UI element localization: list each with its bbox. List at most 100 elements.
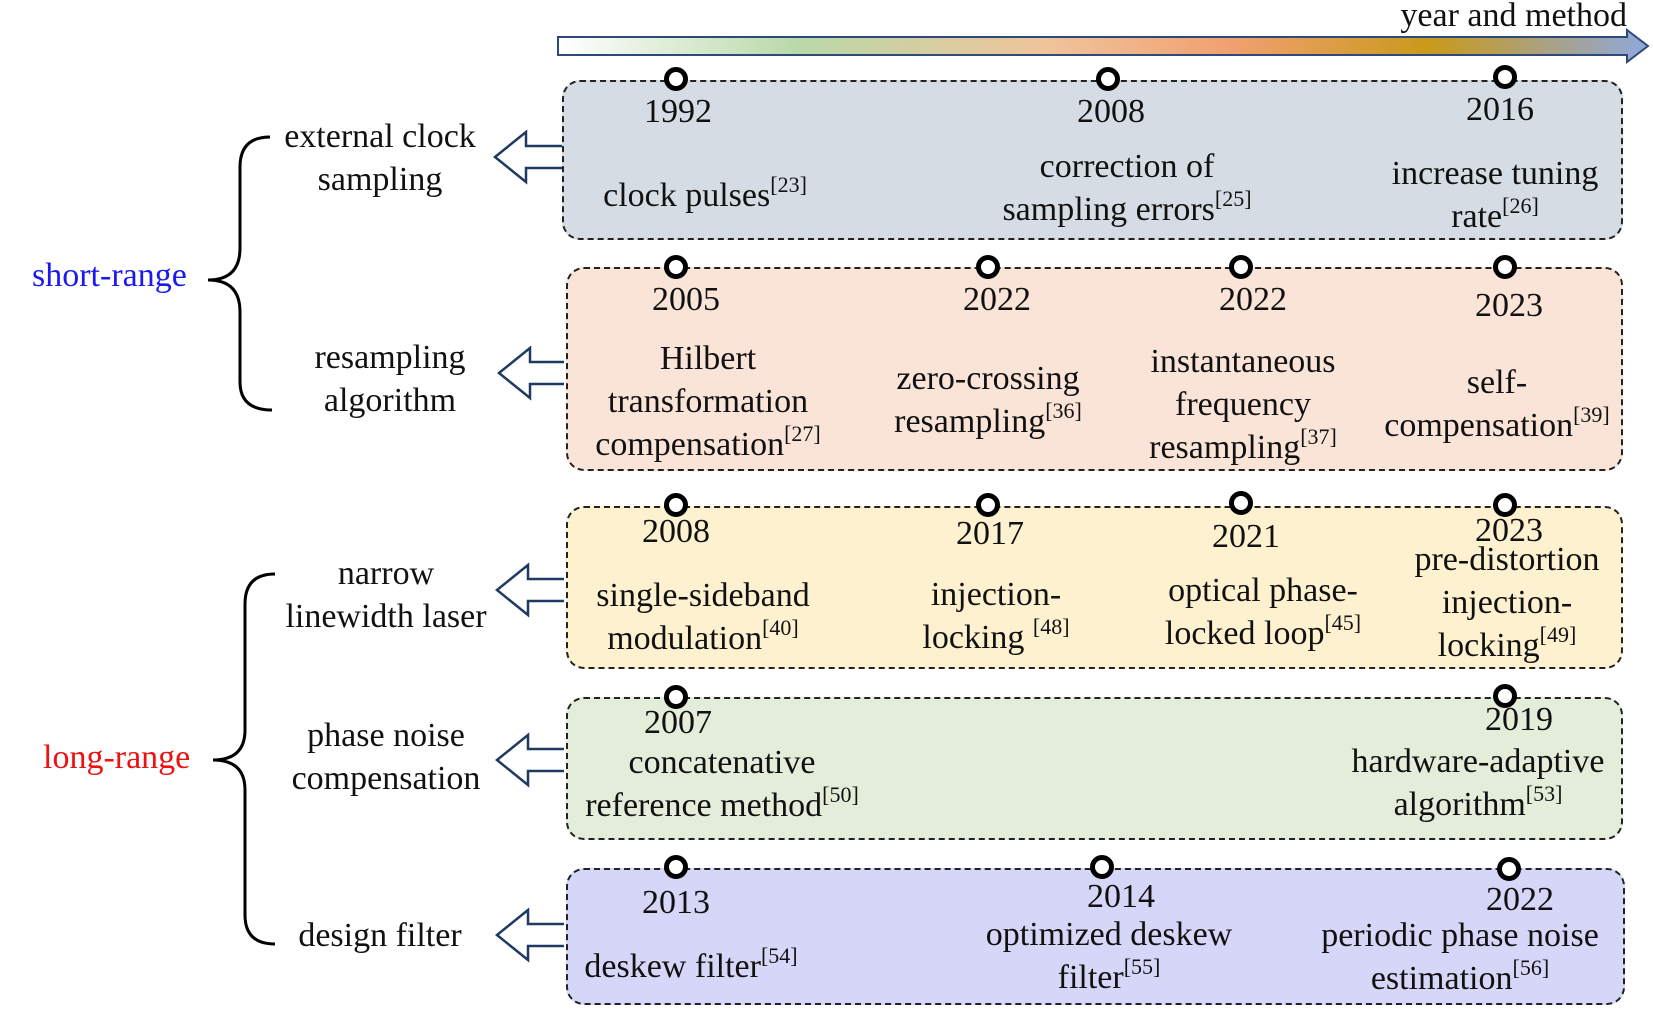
milestone-method: self-compensation[39] [1384, 361, 1610, 447]
axis-label: year and method [1400, 0, 1627, 34]
milestone-method-line: resampling[36] [894, 400, 1082, 443]
milestone-method-text: Hilbert [659, 340, 757, 377]
milestone-method-text: optimized deskew [985, 916, 1233, 953]
citation-ref: [54] [760, 943, 798, 968]
hollow-arrow-left-icon [495, 562, 564, 618]
milestone-method-line: injection- [1414, 581, 1599, 624]
milestone-method-line: injection- [922, 573, 1069, 616]
milestone-method-line: optimized deskew [986, 913, 1232, 956]
timeline-milestone-dot [664, 855, 688, 879]
hollow-arrow-left-icon [495, 732, 564, 788]
citation-ref: [48] [1032, 614, 1070, 639]
milestone-method-line: concatenative [585, 741, 859, 784]
short-range-brace [207, 135, 273, 412]
milestone-method-text: estimation [1370, 960, 1513, 997]
timeline-arrow [557, 27, 1650, 65]
milestone-method-text: injection- [930, 576, 1062, 613]
milestone-method-text: periodic phase noise [1321, 917, 1599, 954]
citation-ref: [25] [1214, 186, 1252, 211]
milestone-method-line: reference method[50] [585, 784, 859, 827]
timeline-milestone-dot [1090, 855, 1114, 879]
milestone-method-line: pre-distortion [1414, 538, 1599, 581]
long-range-brace [212, 572, 276, 946]
milestone-method-line: clock pulses[23] [603, 174, 807, 217]
milestone-method-line: frequency [1149, 383, 1337, 426]
timeline-row-external-clock [562, 80, 1623, 240]
milestone-year: 2008 [1077, 93, 1145, 130]
milestone-method-text: correction of [1039, 148, 1215, 185]
milestone-year: 2023 [1475, 287, 1543, 324]
milestone-year: 2005 [652, 281, 720, 318]
milestone-method: optical phase-locked loop[45] [1165, 569, 1361, 655]
milestone-method-line: modulation[40] [596, 617, 809, 660]
timeline-milestone-dot [1493, 684, 1517, 708]
milestone-method-line: filter[55] [986, 956, 1232, 999]
milestone-method-line: deskew filter[54] [584, 945, 797, 988]
timeline-row-phase-noise [566, 697, 1623, 840]
milestone-method-text: reference method [585, 787, 823, 824]
citation-ref: [49] [1539, 622, 1577, 647]
milestone-method-text: clock pulses [603, 177, 771, 214]
milestone-year: 2013 [642, 884, 710, 921]
timeline-milestone-dot [976, 493, 1000, 517]
milestone-method-line: resampling[37] [1149, 426, 1337, 469]
timeline-milestone-dot [664, 685, 688, 709]
milestone-method-text: optical phase- [1168, 572, 1358, 609]
long-range-label: long-range [43, 739, 191, 776]
hollow-arrow-left-icon [497, 345, 564, 401]
timeline-milestone-dot [1229, 491, 1253, 515]
milestone-method-text: filter [1057, 959, 1124, 996]
timeline-row-narrow-linewidth [566, 506, 1623, 669]
milestone-method-text: rate [1451, 198, 1503, 235]
milestone-method-text: deskew filter [584, 948, 761, 985]
citation-ref: [50] [822, 782, 859, 807]
timeline-row-design-filter [566, 868, 1625, 1005]
timeline-milestone-dot [976, 255, 1000, 279]
milestone-method-line: locking [48] [922, 616, 1069, 659]
milestone-year: 2022 [1219, 281, 1287, 318]
citation-ref: [23] [770, 172, 807, 197]
timeline-milestone-dot [1493, 255, 1517, 279]
hollow-arrow-left-icon [493, 129, 562, 185]
milestone-method-text: resampling [894, 403, 1046, 440]
timeline-milestone-dot [1096, 67, 1120, 91]
milestone-method-text: locking [922, 619, 1033, 656]
milestone-method-line: sampling errors[25] [1002, 188, 1251, 231]
milestone-method-text: algorithm [1393, 786, 1526, 823]
category-phase-noise: phase noise compensation [291, 717, 481, 797]
milestone-method-text: zero-crossing [896, 360, 1080, 397]
milestone-method-text: sampling errors [1002, 191, 1215, 228]
milestone-method-line: locked loop[45] [1165, 612, 1361, 655]
timeline-milestone-dot [1493, 493, 1517, 517]
citation-ref: [45] [1324, 610, 1362, 635]
milestone-year: 2022 [963, 281, 1031, 318]
citation-ref: [53] [1525, 781, 1563, 806]
timeline-milestone-dot [664, 493, 688, 517]
milestone-year: 2008 [642, 513, 710, 550]
milestone-method-line: Hilbert [595, 337, 821, 380]
milestone-method-line: compensation[27] [595, 423, 821, 466]
milestone-method-text: resampling [1149, 429, 1301, 466]
citation-ref: [36] [1045, 398, 1082, 423]
milestone-method-text: pre-distortion [1414, 541, 1600, 578]
milestone-method: deskew filter[54] [584, 945, 797, 988]
milestone-method-text: concatenative [628, 744, 816, 781]
citation-ref: [27] [784, 421, 821, 446]
milestone-method-line: optical phase- [1165, 569, 1361, 612]
milestone-method-line: locking[49] [1414, 624, 1599, 667]
milestone-method-text: instantaneous [1150, 343, 1336, 380]
category-external-clock: external clock sampling [284, 118, 476, 198]
milestone-method-text: single-sideband [596, 577, 810, 614]
timeline-milestone-dot [664, 255, 688, 279]
short-range-label: short-range [32, 257, 187, 294]
milestone-year: 2017 [956, 515, 1024, 552]
milestone-method-line: correction of [1002, 145, 1251, 188]
milestone-method-line: rate[26] [1392, 195, 1599, 238]
milestone-year: 2021 [1212, 518, 1280, 555]
